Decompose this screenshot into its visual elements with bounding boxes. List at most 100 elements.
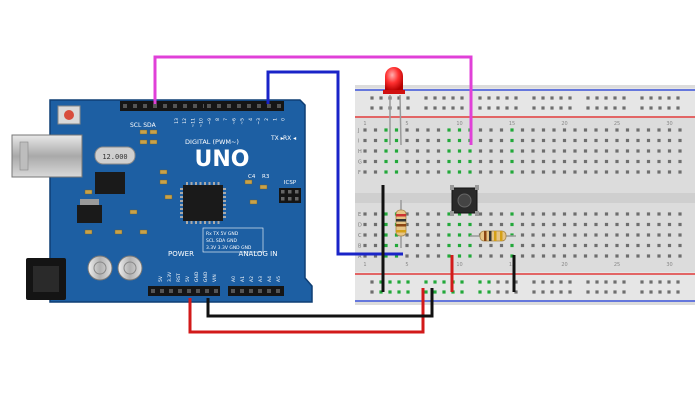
breadboard-hole — [468, 243, 472, 248]
rail-hole — [487, 106, 491, 110]
breadboard-hole — [478, 170, 483, 174]
usb-connector-lip — [19, 141, 29, 171]
mcu-pin — [217, 182, 220, 185]
digital-pin-label: 8 — [215, 118, 221, 121]
resistor-2-band — [489, 231, 492, 241]
resistor-2-band — [484, 231, 487, 241]
column-number: 1 — [363, 262, 366, 268]
breadboard-hole — [457, 212, 462, 216]
mcu-pin — [223, 196, 226, 198]
rail-hole — [532, 280, 536, 284]
header-pin — [276, 289, 280, 293]
breadboard-hole — [520, 138, 525, 143]
rail-hole — [676, 96, 680, 100]
led-dome — [385, 67, 403, 90]
breadboard-hole — [646, 138, 651, 143]
breadboard-hole — [457, 170, 462, 174]
breadboard-hole — [426, 212, 430, 216]
analog-pin-header — [228, 286, 284, 296]
rail-hole — [550, 106, 554, 110]
breadboard-hole — [531, 138, 535, 143]
header-block — [228, 286, 284, 296]
rail-hole — [451, 106, 455, 110]
breadboard-hole — [510, 149, 514, 153]
mcu-pin — [217, 221, 220, 224]
rail-hole — [514, 106, 518, 110]
breadboard-hole — [489, 170, 493, 174]
digital-label: DIGITAL (PWM~) — [185, 138, 239, 146]
breadboard-hole — [405, 212, 409, 216]
row-letter: F — [358, 170, 361, 176]
breadboard-hole — [541, 128, 546, 132]
header-label-r3: R3 — [262, 174, 270, 180]
rail-hole — [649, 106, 653, 110]
rail-hole — [532, 106, 536, 110]
header-pin — [207, 104, 211, 108]
breadboard-hole — [363, 170, 367, 174]
breadboard-hole — [678, 254, 682, 258]
breadboard-hole — [394, 128, 399, 132]
digital-pin-label: ~9 — [207, 118, 213, 125]
rail-hole — [433, 96, 437, 100]
header-pin — [214, 289, 218, 293]
mcu-pin — [180, 208, 183, 210]
icsp-header — [279, 188, 301, 203]
rail-hole — [514, 280, 518, 284]
rail-hole — [649, 96, 653, 100]
breadboard-hole — [405, 138, 409, 143]
breadboard-hole — [531, 254, 535, 258]
breadboard-hole — [678, 149, 682, 153]
column-number: 20 — [561, 121, 567, 127]
digital-pin-label: 13 — [174, 118, 180, 124]
breadboard-hole — [510, 254, 514, 258]
rail-hole — [658, 280, 662, 284]
mcu-pin — [180, 212, 183, 214]
rail-hole — [559, 290, 563, 294]
voltage-regulator — [77, 205, 102, 223]
breadboard-hole — [510, 243, 514, 248]
analog-pin-label: A4 — [267, 276, 273, 282]
breadboard-hole — [552, 149, 556, 153]
rail-hole — [442, 280, 446, 284]
breadboard-hole — [594, 243, 598, 248]
column-number: 30 — [666, 121, 672, 127]
breadboard-hole — [373, 138, 378, 143]
header-row-3: 3.3V 3.3V GND GND — [206, 245, 252, 251]
breadboard-hole — [394, 170, 399, 174]
breadboard-hole — [678, 128, 682, 132]
rail-hole — [667, 106, 671, 110]
breadboard-hole — [478, 149, 483, 153]
rail-hole — [541, 106, 545, 110]
scl-sda-label: SCL SDA — [130, 122, 157, 129]
rail-hole — [649, 280, 653, 284]
column-number: 1 — [363, 121, 366, 127]
rail-hole — [478, 280, 482, 284]
breadboard-hole — [594, 159, 598, 164]
digital-pin-header — [120, 101, 284, 111]
rail-hole — [604, 290, 608, 294]
breadboard-hole — [594, 254, 598, 258]
breadboard-hole — [426, 149, 430, 153]
header-pin — [277, 104, 281, 108]
rail-hole — [478, 290, 482, 294]
breadboard-hole — [436, 254, 441, 258]
breadboard-hole — [604, 149, 609, 153]
breadboard-hole — [646, 128, 651, 132]
breadboard-hole — [499, 149, 504, 153]
rail-hole — [451, 96, 455, 100]
breadboard-hole — [552, 243, 556, 248]
breadboard-hole — [436, 243, 441, 248]
breadboard-hole — [405, 149, 409, 153]
breadboard-hole — [615, 128, 619, 132]
header-block — [204, 101, 284, 111]
wire-magenta — [153, 55, 473, 145]
breadboard-hole — [489, 222, 493, 227]
rail-hole — [676, 106, 680, 110]
header-label-c4: C4 — [248, 174, 256, 180]
breadboard-hole — [499, 138, 504, 143]
breadboard-hole — [436, 159, 441, 164]
breadboard-hole — [436, 149, 441, 153]
header-pin — [237, 104, 241, 108]
breadboard-hole — [657, 159, 661, 164]
breadboard-hole — [457, 138, 462, 143]
